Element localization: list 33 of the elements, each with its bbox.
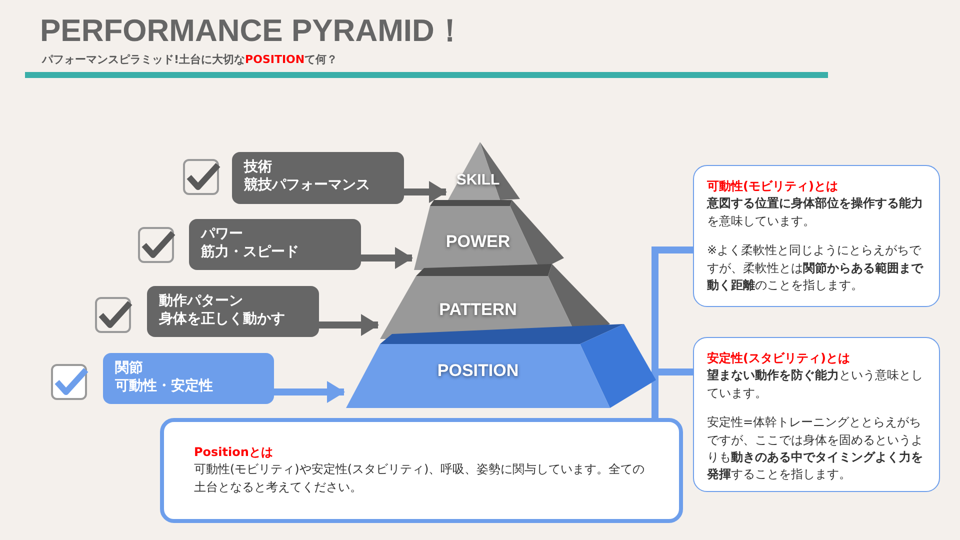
tier-label: SKILL xyxy=(456,172,500,188)
arrow xyxy=(274,381,345,403)
text-panel xyxy=(160,418,683,523)
callout-heading: パワー xyxy=(201,225,244,244)
callout-box xyxy=(189,219,361,270)
text-panel xyxy=(693,165,940,307)
callout-heading: 関節 xyxy=(115,359,144,378)
tier-label: POSITION xyxy=(437,361,519,381)
callout-heading: 動作パターン xyxy=(159,292,244,310)
callout-text: 筋力・スピード xyxy=(201,243,300,262)
callout-text: 可動性・安定性 xyxy=(115,377,214,396)
panel-heading: 可動性(モビリティ)とは xyxy=(707,178,839,195)
text-panel xyxy=(693,337,940,492)
callout-box xyxy=(103,353,274,404)
arrow xyxy=(404,181,447,203)
panel-note: 安定性=体幹トレーニングととらえがちですが、ここでは身体を固めるというよりも動きのある中でタイミングよく力を発揮することを指します。 xyxy=(707,414,924,484)
callout-box xyxy=(147,286,319,337)
callout-heading: 技術 xyxy=(244,158,273,176)
panel-note: ※よく柔軟性と同じようにとらえがちですが、柔軟性とは関節からある範囲まで動く距離のことを指します。 xyxy=(707,242,924,294)
tier-label: PATTERN xyxy=(439,300,517,320)
callout-text: 競技パフォーマンス xyxy=(244,176,371,194)
arrow xyxy=(361,247,413,269)
callout-text: 身体を正しく動かす xyxy=(159,310,286,328)
subtitle: パフォーマンスピラミッド!土台に大切なPOSITIONて何？ xyxy=(42,52,338,67)
arrow xyxy=(319,314,379,336)
panel-text: 意図する位置に身体部位を操作する能力を意味しています。 xyxy=(707,195,924,230)
page-title: PERFORMANCE PYRAMID！ xyxy=(40,12,466,50)
panel-heading: Positionとは xyxy=(194,444,274,461)
callout-box xyxy=(232,152,404,204)
panel-text: 可動性(モビリティ)や安定性(スタビリティ)、呼吸、姿勢に関与しています。全ての土台となると考えてください。 xyxy=(194,461,646,496)
panel-heading: 安定性(スタビリティ)とは xyxy=(707,350,851,367)
panel-text: 望まない動作を防ぐ能力という意味としています。 xyxy=(707,367,924,402)
tier-label: POWER xyxy=(446,232,510,252)
